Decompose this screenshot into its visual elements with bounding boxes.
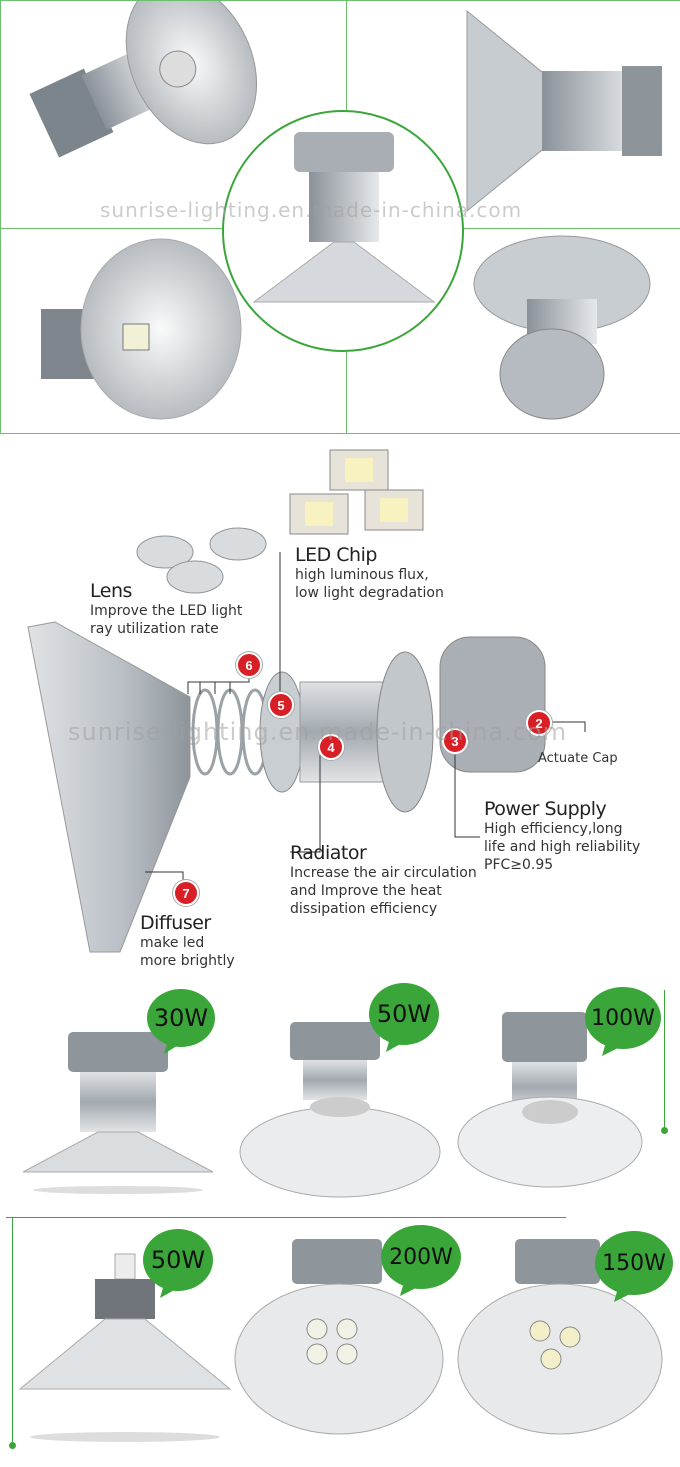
speech-bubble-icon — [143, 1229, 213, 1298]
row1-right-dot — [661, 1127, 668, 1134]
wattage-bubble-150w: 150W — [594, 1230, 674, 1302]
speech-bubble-icon — [381, 1225, 461, 1296]
radiator-desc-1: Increase the air circulation — [290, 865, 477, 881]
lamp-200w-image — [234, 1239, 444, 1435]
watermark-top: sunrise-lighting.en.made-in-china.com — [100, 198, 523, 222]
radiator-title: Radiator — [290, 842, 367, 864]
power-supply-desc-1: High efficiency,long — [484, 821, 623, 837]
badge-part-6: 6 — [236, 652, 262, 678]
exploded-view-section: 6 5 4 3 2 7 LED Chip high luminous flux,… — [0, 432, 680, 982]
radiator-desc-2: and Improve the heat — [290, 883, 442, 899]
lens-title: Lens — [90, 580, 132, 602]
diffuser-desc-1: make led — [140, 935, 205, 951]
lens-desc-1: Improve the LED light — [90, 603, 243, 619]
lamp-50w-image — [239, 1022, 441, 1198]
highbay-lamp-center-photo — [252, 132, 436, 303]
speech-bubble-icon — [369, 983, 439, 1052]
power-supply-desc-2: life and high reliability — [484, 839, 641, 855]
diffuser-title: Diffuser — [140, 912, 211, 934]
badge-part-5: 5 — [268, 692, 294, 718]
radiator-desc-3: dissipation efficiency — [290, 901, 438, 917]
lens-icons — [136, 527, 267, 594]
led-chip-desc-1: high luminous flux, — [295, 567, 429, 583]
lamp-50w-bulb-image — [18, 1253, 232, 1442]
speech-bubble-icon — [147, 989, 215, 1054]
center-photo-circle — [222, 110, 464, 352]
watermark-mid: sunrise-lighting.en.made-in-china.com — [68, 718, 568, 746]
row2-left-border — [12, 1217, 13, 1442]
speech-bubble-icon — [595, 1231, 673, 1302]
badge-part-2: 2 — [526, 710, 552, 736]
badge-part-4: 4 — [318, 734, 344, 760]
power-supply-desc-3: PFC≥0.95 — [484, 857, 554, 873]
label-diffuser: Diffuser make led more brightly — [140, 912, 235, 970]
gallery-section: sunrise-lighting.en.made-in-china.com — [0, 0, 680, 434]
led-chip-desc-2: low light degradation — [295, 585, 444, 601]
wattage-row-1: 30W 50W 100W — [0, 982, 680, 1214]
diffuser-shade — [27, 621, 191, 953]
power-supply-title: Power Supply — [484, 798, 607, 820]
wattage-bubble-30w: 30W — [146, 988, 216, 1054]
label-lens: Lens Improve the LED light ray utilizati… — [90, 580, 242, 638]
row2-left-dot — [9, 1442, 16, 1449]
label-led-chip: LED Chip high luminous flux, low light d… — [295, 544, 444, 602]
label-power-supply: Power Supply High efficiency,long life a… — [484, 798, 640, 874]
wattage-bubble-200w: 200W — [380, 1224, 462, 1296]
wattage-label-30w: 30W — [153, 1004, 209, 1032]
highbay-lamp-side-photo — [466, 9, 662, 213]
lamp-100w-image — [457, 1012, 643, 1188]
row1-right-border — [664, 990, 665, 1130]
speech-bubble-icon — [585, 987, 661, 1056]
wattage-bubble-50w-bulb: 50W — [142, 1228, 214, 1298]
diffuser-desc-2: more brightly — [140, 953, 235, 969]
wattage-bubble-50w: 50W — [368, 982, 440, 1052]
highbay-lamp-front-photo — [41, 238, 242, 420]
wattage-row-2: 50W 200W 150W — [0, 1214, 680, 1467]
label-actuate-cap: Actuate Cap — [538, 751, 618, 766]
lens-desc-2: ray utilization rate — [90, 621, 219, 637]
badge-part-7: 7 — [173, 880, 199, 906]
highbay-lamp-photo — [29, 1, 258, 158]
row2-top-border — [6, 1217, 566, 1218]
wattage-label-100w: 100W — [591, 1005, 655, 1031]
wattage-bubble-100w: 100W — [584, 986, 662, 1056]
photo-panel-top-right — [346, 0, 680, 230]
label-radiator: Radiator Increase the air circulation an… — [290, 842, 477, 918]
highbay-lamp-top-photo — [473, 235, 651, 420]
lamp-30w-image — [22, 1032, 214, 1194]
led-chip-title: LED Chip — [295, 544, 377, 566]
lamp-150w-image — [457, 1239, 663, 1435]
wattage-label-50w-bulb: 50W — [150, 1246, 206, 1274]
photo-panel-top-left — [0, 0, 348, 230]
wattage-label-50w: 50W — [376, 1000, 432, 1028]
wattage-label-150w: 150W — [602, 1250, 666, 1276]
led-chip-icons — [289, 449, 424, 535]
wattage-label-200w: 200W — [389, 1244, 453, 1270]
badge-part-3: 3 — [442, 728, 468, 754]
